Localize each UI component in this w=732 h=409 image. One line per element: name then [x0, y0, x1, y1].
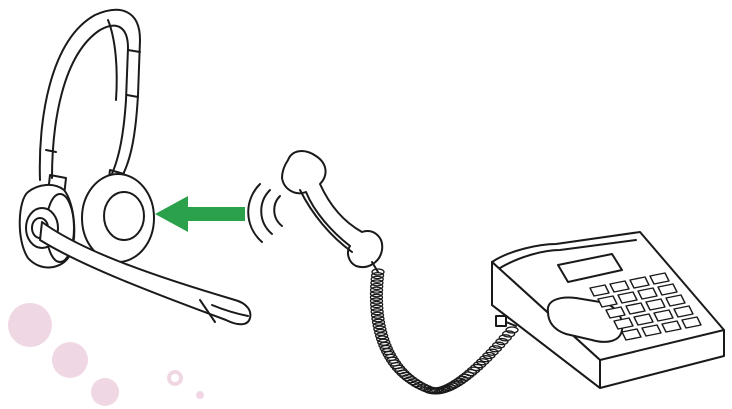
cord-coil [503, 331, 515, 337]
watermark [8, 303, 204, 406]
cord-coil [496, 339, 508, 345]
cord-coil [499, 335, 511, 341]
sound-waves-icon [248, 184, 282, 242]
headset-icon [20, 10, 251, 324]
desk-phone-icon [492, 232, 724, 388]
cord-coil [506, 327, 518, 333]
arrow-left-icon [155, 196, 245, 232]
handset-icon [282, 151, 382, 272]
